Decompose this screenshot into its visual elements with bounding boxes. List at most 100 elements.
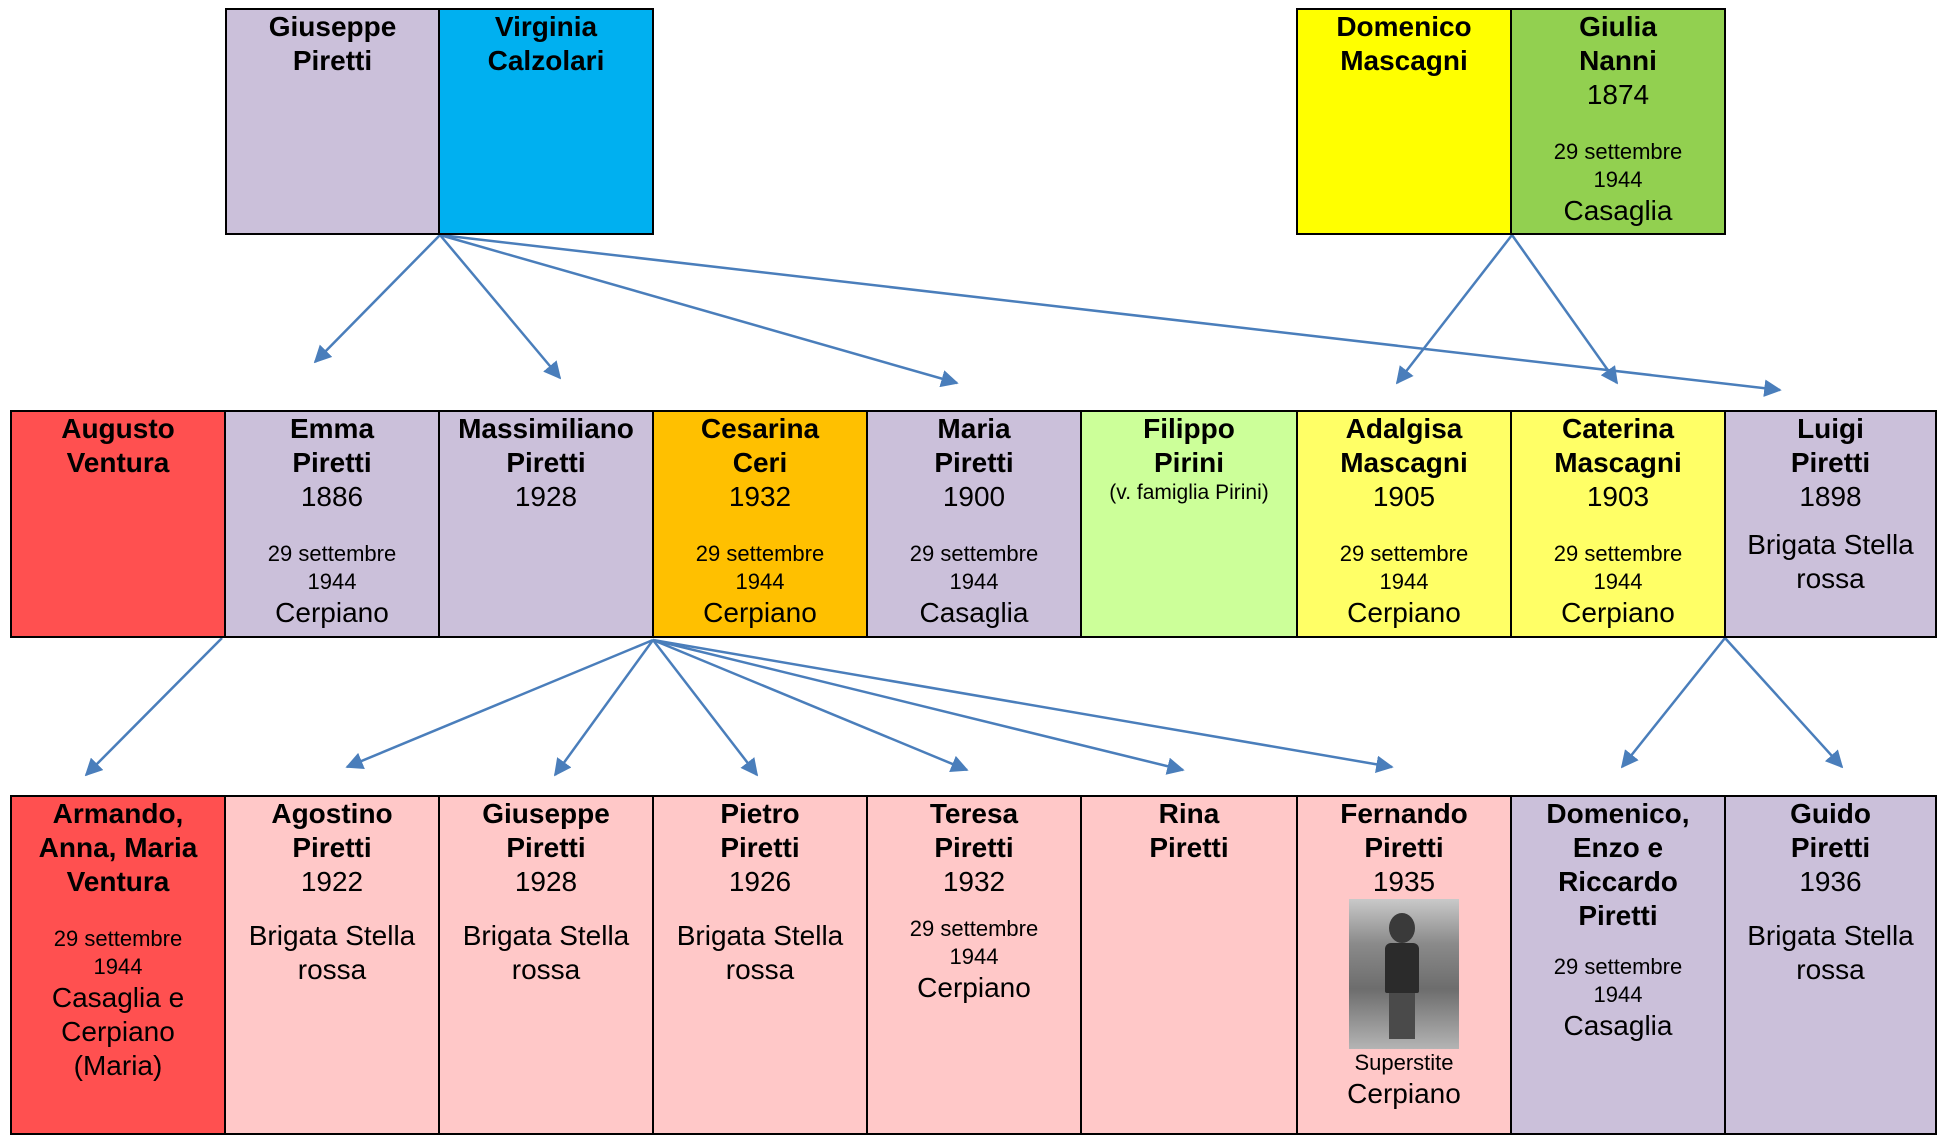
names-line3: Ventura (66, 866, 170, 897)
brigade-line1: Brigata Stella (1747, 920, 1914, 951)
arrow-to-pietro (652, 639, 759, 777)
last-name: Piretti (292, 447, 372, 478)
arrow-to-maria (439, 233, 959, 388)
first-name: Maria (937, 413, 1011, 444)
names-line2: Anna, Maria (38, 832, 198, 863)
birth-year: 1936 (1799, 866, 1862, 897)
death-year: 1944 (1593, 167, 1643, 192)
names-line2: Enzo e (1572, 832, 1664, 863)
arrow-to-caterina (1510, 234, 1619, 385)
birth-year: 1905 (1372, 481, 1436, 512)
family-note: (v. famiglia Pirini) (1109, 481, 1269, 504)
names-line1: Armando, (52, 798, 184, 829)
last-name: Ventura (66, 447, 170, 478)
person-adalgisa-mascagni: Adalgisa Mascagni 1905 29 settembre 1944… (1296, 410, 1512, 638)
last-name: Nanni (1579, 45, 1657, 76)
person-massimiliano-piretti: Massimiliano Piretti 1928 (438, 410, 654, 638)
first-name: Cesarina (700, 413, 820, 444)
last-name: Piretti (292, 45, 373, 76)
names-line1: Domenico, (1546, 798, 1690, 829)
brigade-line1: Brigata Stella (248, 920, 416, 951)
first-name: Emma (289, 413, 375, 444)
death-place: Casaglia (1563, 195, 1673, 226)
arrow-to-armando (84, 637, 223, 777)
death-date: 29 settembre (1553, 541, 1683, 566)
birth-year: 1898 (1799, 481, 1862, 512)
death-year: 1944 (949, 944, 999, 969)
death-year: 1944 (307, 569, 357, 594)
first-name: Rina (1158, 798, 1220, 829)
first-name: Giulia (1579, 11, 1657, 42)
arrow-to-adalgisa (1395, 234, 1513, 385)
brigade-line2: rossa (511, 954, 581, 985)
arrow-to-giuseppe-jr (553, 639, 655, 777)
arrow-to-guido (1724, 637, 1844, 769)
birth-year: 1928 (514, 481, 578, 512)
brigade-line2: rossa (1796, 563, 1865, 594)
arrow-to-rina (652, 638, 1185, 775)
death-year: 1944 (735, 569, 785, 594)
death-year: 1944 (1593, 982, 1643, 1007)
birth-year: 1932 (728, 481, 792, 512)
first-name: Agostino (271, 798, 393, 829)
death-date: 29 settembre (267, 541, 397, 566)
last-name: Piretti (934, 832, 1014, 863)
death-date: 29 settembre (53, 926, 183, 951)
last-name: Piretti (1149, 832, 1229, 863)
birth-year: 1886 (300, 481, 364, 512)
death-date: 29 settembre (909, 916, 1039, 941)
survivor-status: Superstite (1354, 1050, 1454, 1075)
first-name: Domenico (1336, 11, 1472, 42)
arrow-to-agostino (345, 638, 654, 770)
first-name: Luigi (1797, 413, 1864, 444)
birth-year: 1935 (1372, 866, 1436, 897)
person-domenico-enzo-riccardo-piretti: Domenico, Enzo e Riccardo Piretti 29 set… (1510, 795, 1726, 1135)
death-year: 1944 (949, 569, 999, 594)
first-name: Fernando (1340, 798, 1468, 829)
last-name: Mascagni (1554, 447, 1682, 478)
person-giuseppe-piretti: Giuseppe Piretti (225, 8, 440, 235)
first-name: Guido (1790, 798, 1871, 829)
last-name: Piretti (1364, 832, 1444, 863)
death-place: Cerpiano (275, 597, 389, 628)
person-guido-piretti: Guido Piretti 1936 Brigata Stella rossa (1724, 795, 1937, 1135)
death-place: Cerpiano (703, 597, 817, 628)
death-year: 1944 (93, 954, 143, 979)
person-agostino-piretti: Agostino Piretti 1922 Brigata Stella ros… (224, 795, 440, 1135)
arrow-to-fernando (652, 638, 1394, 773)
first-name: Teresa (929, 798, 1019, 829)
person-virginia-calzolari: Virginia Calzolari (438, 8, 654, 235)
person-giulia-nanni: Giulia Nanni 1874 29 settembre 1944 Casa… (1510, 8, 1726, 235)
birth-year: 1928 (514, 866, 578, 897)
last-name: Calzolari (487, 45, 605, 76)
fernando-photo (1349, 899, 1459, 1049)
death-place-line1: Casaglia e (51, 982, 185, 1013)
last-name: Piretti (506, 447, 586, 478)
brigade-line1: Brigata Stella (676, 920, 844, 951)
last-name: Piretti (720, 832, 800, 863)
birth-year: 1900 (942, 481, 1006, 512)
brigade-line2: rossa (725, 954, 795, 985)
person-caterina-mascagni: Caterina Mascagni 1903 29 settembre 1944… (1510, 410, 1726, 638)
first-name: Augusto (61, 413, 175, 444)
person-pietro-piretti: Pietro Piretti 1926 Brigata Stella rossa (652, 795, 868, 1135)
birth-year: 1922 (300, 866, 364, 897)
arrow-to-massimiliano (439, 234, 562, 380)
person-augusto-ventura: Augusto Ventura (10, 410, 226, 638)
first-name: Massimiliano (458, 413, 634, 444)
person-maria-piretti: Maria Piretti 1900 29 settembre 1944 Cas… (866, 410, 1082, 638)
last-name: Piretti (934, 447, 1014, 478)
death-date: 29 settembre (1339, 541, 1469, 566)
names-line4: Piretti (1578, 900, 1658, 931)
last-name: Piretti (1790, 447, 1871, 478)
last-name: Ceri (732, 447, 788, 478)
brigade-line2: rossa (1796, 954, 1865, 985)
death-date: 29 settembre (909, 541, 1039, 566)
death-place: Cerpiano (917, 972, 1031, 1003)
death-place-line2: Cerpiano (61, 1016, 175, 1047)
death-place: Cerpiano (1347, 597, 1461, 628)
first-name: Virginia (494, 11, 598, 42)
names-line3: Riccardo (1558, 866, 1678, 897)
first-name: Filippo (1143, 413, 1235, 444)
